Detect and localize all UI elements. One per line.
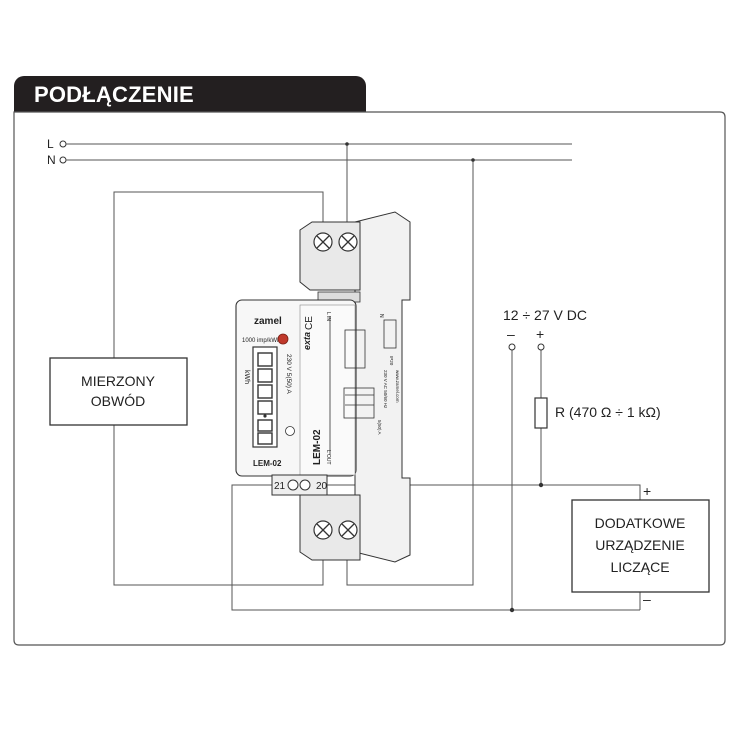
- counter-plus-sign: +: [643, 483, 651, 499]
- terminal-20-screw: [299, 479, 311, 491]
- measured-circuit-line2: OBWÓD: [91, 393, 145, 409]
- supply-minus-sign: –: [507, 326, 515, 342]
- impulse-led: [277, 333, 289, 345]
- meter-side-schematic: [329, 316, 397, 455]
- line-n-terminal: [59, 156, 67, 164]
- junction-minus: [509, 607, 515, 613]
- dc-supply: 12 ÷ 27 V DC – +: [503, 307, 587, 351]
- meter-exta: exta: [302, 332, 312, 350]
- resistor-label: R (470 Ω ÷ 1 kΩ): [555, 404, 661, 420]
- wire-counter-plus: [572, 484, 641, 500]
- supply-label: 12 ÷ 27 V DC: [503, 307, 587, 323]
- meter-side-text-4: www.zamel.com: [395, 370, 400, 403]
- page-title: PODŁĄCZENIE: [34, 82, 194, 107]
- meter-impulse: 1000 imp/kWh: [242, 338, 280, 344]
- meter-side-text-3: IP20: [389, 356, 394, 366]
- meter-side-text-1: 230 V AC 50/60 Hz: [383, 370, 388, 409]
- meter-side-text-2: 5(50) A: [377, 420, 382, 435]
- measured-circuit-line1: MIERZONY: [81, 373, 156, 389]
- diagram-frame: [13, 111, 726, 646]
- meter-l-in-label: L IN: [325, 312, 331, 321]
- title-tab: [14, 76, 366, 112]
- meter-l-out-label: L OUT: [325, 450, 331, 465]
- meter-ce: CE: [304, 316, 315, 330]
- wire-terminal-21: [231, 484, 640, 611]
- counter-device-box: DODATKOWE URZĄDZENIE LICZĄCE + –: [571, 483, 710, 607]
- supply-minus-terminal: [508, 343, 516, 351]
- junction-n: [471, 158, 475, 162]
- line-l-terminal: [59, 140, 67, 148]
- meter-side-body: [354, 211, 411, 563]
- meter-model-vertical: LEM-02: [312, 429, 323, 465]
- terminal-21-screw: [287, 479, 299, 491]
- counter-line1: DODATKOWE: [595, 515, 686, 531]
- counter-minus-sign: –: [643, 591, 651, 607]
- supply-lines: L N: [47, 137, 572, 167]
- supply-plus-sign: +: [536, 326, 544, 342]
- meter-earth-symbol: [285, 426, 295, 436]
- meter-n-label: N: [378, 314, 384, 318]
- counter-line2: URZĄDZENIE: [595, 537, 684, 553]
- measured-circuit-box: MIERZONY OBWÓD: [49, 357, 188, 426]
- terminal-20-label: 20: [316, 481, 328, 492]
- meter-top-block: [299, 221, 361, 291]
- junction-l: [345, 142, 349, 146]
- meter-unit: kWh: [243, 370, 250, 384]
- meter-brand: zamel: [254, 316, 282, 327]
- energy-meter: zamel 1000 imp/kWh kWh 230 V 5(50) A LEM…: [235, 211, 411, 563]
- meter-model-label: LEM-02: [253, 459, 282, 468]
- meter-rating: 230 V 5(50) A: [285, 354, 292, 394]
- line-n-label: N: [47, 153, 56, 167]
- supply-plus-terminal: [537, 343, 545, 351]
- lcd-display: [252, 346, 278, 448]
- counter-line3: LICZĄCE: [610, 559, 669, 575]
- terminal-21-label: 21: [274, 481, 286, 492]
- line-l-label: L: [47, 137, 54, 151]
- resistor: R (470 Ω ÷ 1 kΩ): [534, 397, 661, 429]
- resistor-symbol: [534, 397, 548, 429]
- junction-plus: [538, 482, 544, 488]
